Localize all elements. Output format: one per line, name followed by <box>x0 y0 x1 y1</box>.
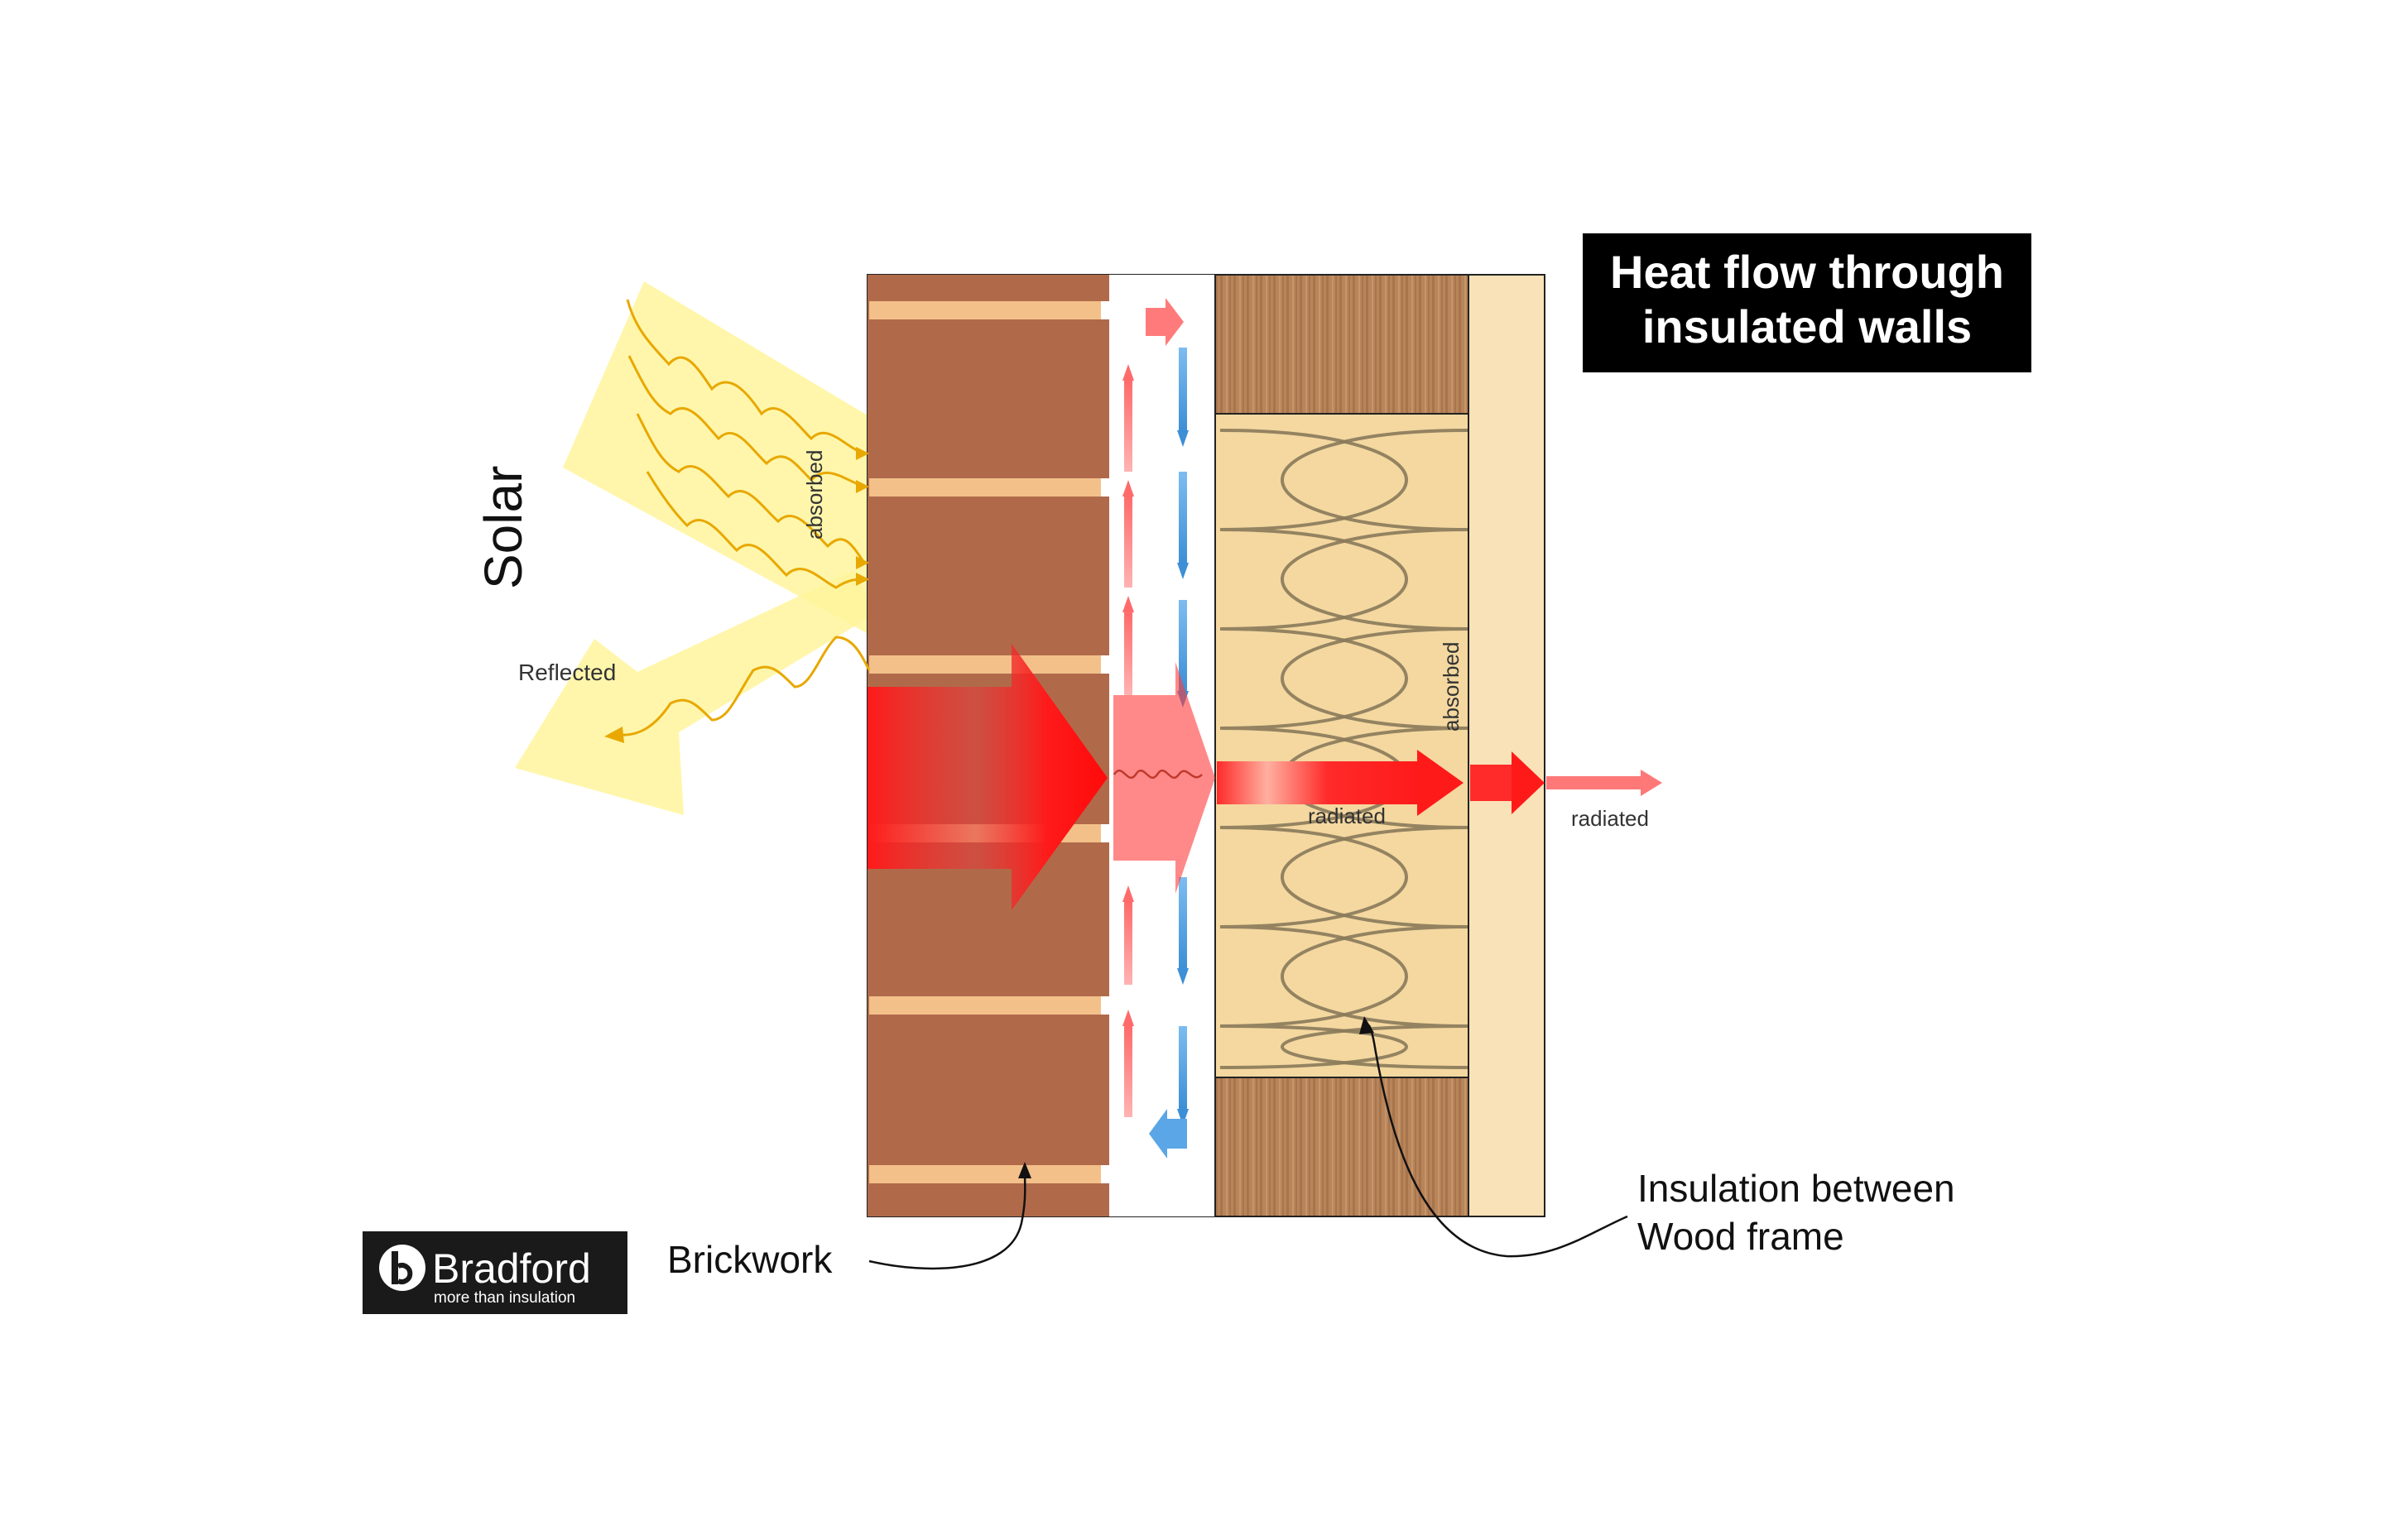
reflected-label: Reflected <box>518 660 616 685</box>
radiated-arrow-out <box>1546 770 1662 796</box>
solar-rays <box>604 299 871 743</box>
bradford-mark-icon <box>379 1245 425 1291</box>
wood-frame-bottom <box>1214 1077 1469 1217</box>
title-line-2: insulated walls <box>1642 300 1972 353</box>
solar-incoming-beam <box>563 281 892 647</box>
insulation-label-line-1: Insulation between <box>1637 1167 1955 1210</box>
wood-frame-top <box>1214 274 1469 415</box>
radiated-arrow-insulation <box>1217 750 1464 816</box>
bradford-logo <box>363 1231 627 1314</box>
brickwork-label: Brickwork <box>667 1238 833 1281</box>
bradford-brand: Bradford <box>432 1245 591 1292</box>
solar-label: Solar <box>473 466 533 589</box>
absorbed-brick-label: absorbed <box>802 450 827 540</box>
plasterboard <box>1468 274 1545 1217</box>
cavity-air-arrows <box>1122 298 1189 1159</box>
bradford-tagline: more than insulation <box>434 1289 575 1307</box>
insulation-label-line-2: Wood frame <box>1637 1215 1844 1258</box>
absorbed-insulation-label: absorbed <box>1439 642 1464 732</box>
insulation-batt <box>1214 413 1469 1078</box>
reflected-beam <box>515 571 877 815</box>
insulation-leader <box>1359 1016 1628 1258</box>
title-box <box>1583 233 2031 372</box>
title-line-1: Heat flow through <box>1610 246 2004 298</box>
radiated-arrow-plasterboard <box>1470 751 1545 814</box>
heat-arrow-cavity <box>1113 662 1215 894</box>
heat-arrow-brick <box>868 644 1108 910</box>
brickwork-leader <box>868 1162 1031 1270</box>
radiated-inner-label: radiated <box>1308 804 1386 828</box>
radiated-outer-label: radiated <box>1571 806 1649 831</box>
